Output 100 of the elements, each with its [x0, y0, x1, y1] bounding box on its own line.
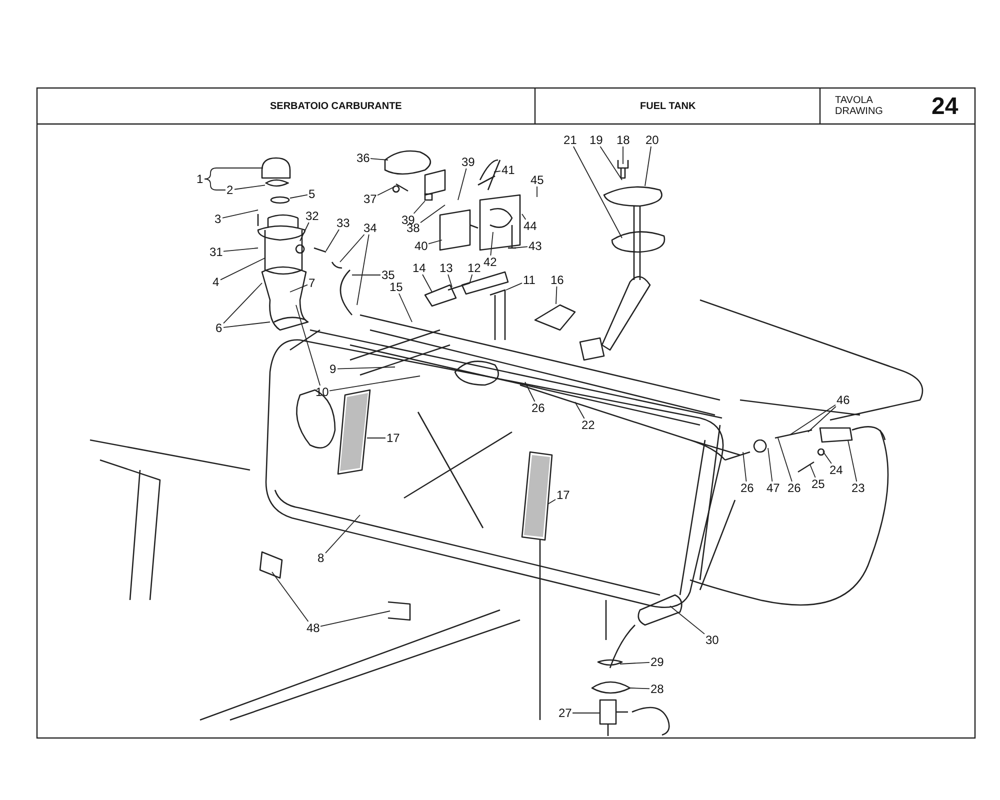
leader-line [223, 282, 262, 324]
callout-number: 40 [414, 240, 429, 252]
callout-number: 46 [836, 394, 851, 406]
callout-number: 27 [558, 706, 573, 720]
callout-number: 24 [828, 464, 844, 476]
leader-line [422, 274, 432, 292]
leader-line [670, 606, 705, 634]
callout-number: 32 [304, 210, 320, 222]
callout-number: 22 [580, 418, 596, 432]
label-text: DRAWING [835, 106, 883, 116]
leader-line [377, 186, 396, 196]
leader-line [290, 194, 308, 199]
leader-line [272, 572, 309, 622]
callout-number: 28 [650, 682, 665, 696]
leader-line [352, 274, 381, 276]
leader-line [204, 178, 226, 190]
callout-number: 45 [530, 174, 545, 186]
leader-line [742, 452, 747, 482]
heading-text: FUEL TANK [640, 100, 696, 112]
callout-number: 25 [810, 478, 826, 490]
callout-number: 47 [766, 482, 781, 494]
callout-number: 29 [650, 656, 665, 668]
leader-line [300, 222, 310, 242]
leader-line [326, 229, 340, 252]
leader-line [356, 234, 370, 306]
leader-line [490, 232, 494, 256]
leader-line [320, 610, 390, 627]
callout-number: 35 [380, 268, 396, 282]
washer-drawing [270, 196, 290, 204]
leader-line [514, 246, 528, 248]
leader-line [325, 514, 360, 554]
callout-number: 16 [550, 274, 565, 286]
callout-number: 15 [388, 280, 404, 294]
leader-line [620, 662, 650, 664]
leader-line [536, 186, 538, 198]
leader-line [448, 274, 452, 288]
callout-number: 17 [386, 432, 401, 444]
leader-line [428, 240, 442, 244]
leader-line [808, 406, 836, 432]
leader-line [470, 274, 473, 282]
callout-number: 17 [556, 488, 571, 502]
callout-number: 26 [786, 482, 802, 494]
callout-number: 19 [588, 134, 604, 146]
leader-line [600, 146, 622, 180]
callout-number: 43 [528, 240, 543, 252]
leader-line [810, 464, 816, 478]
callout-number: 36 [356, 152, 371, 164]
callout-number: 9 [328, 362, 338, 376]
leader-line [398, 293, 412, 322]
heading-text: SERBATOIO CARBURANTE [270, 100, 402, 112]
callout-number: 2 [226, 184, 234, 196]
callout-number: 21 [562, 134, 578, 146]
leader-line [848, 440, 858, 482]
leader-line [222, 210, 258, 218]
callout-number: 26 [530, 402, 546, 414]
leader-line [548, 499, 556, 504]
label-text: TAVOLA [835, 94, 873, 106]
leader-line [204, 168, 264, 180]
leader-line [340, 234, 365, 262]
leader-line [290, 284, 308, 292]
callout-number: 34 [362, 222, 378, 234]
callout-number: 23 [850, 482, 866, 494]
callout-number: 14 [412, 262, 427, 274]
callout-number: 42 [482, 256, 498, 268]
callout-number: 5 [308, 188, 316, 200]
callout-number: 11 [522, 274, 536, 286]
callout-number: 39 [460, 156, 476, 168]
leader-line [768, 448, 773, 482]
leader-line [296, 304, 320, 386]
leader-line [413, 200, 426, 214]
leader-line [506, 282, 522, 290]
callout-number: 37 [362, 192, 378, 206]
drawing-number: 24 [932, 94, 958, 118]
leader-line [790, 404, 836, 436]
callout-number: 6 [214, 322, 224, 334]
leader-line [223, 248, 258, 252]
callout-number: 41 [500, 164, 516, 176]
leader-line [574, 402, 585, 419]
leader-line [822, 451, 832, 464]
leader-line [572, 712, 600, 714]
callout-number: 48 [306, 622, 321, 634]
leader-line [329, 376, 420, 392]
leader-line [223, 322, 270, 328]
callout-number: 26 [740, 482, 755, 494]
clip-drawing [424, 193, 433, 201]
leader-line [494, 170, 501, 172]
callout-number: 1 [196, 172, 204, 186]
leader-line [556, 286, 558, 304]
callout-number: 44 [522, 220, 538, 232]
leader-line [234, 184, 266, 190]
leader-line [420, 204, 446, 224]
leader-line [458, 168, 467, 200]
callout-number: 12 [466, 262, 482, 274]
leader-line [337, 366, 396, 370]
callout-number: 7 [308, 276, 316, 290]
leader-line [573, 146, 622, 238]
callout-number: 13 [438, 262, 454, 274]
leader-line [524, 382, 536, 402]
leader-line [522, 214, 526, 220]
callout-number: 10 [314, 386, 330, 398]
